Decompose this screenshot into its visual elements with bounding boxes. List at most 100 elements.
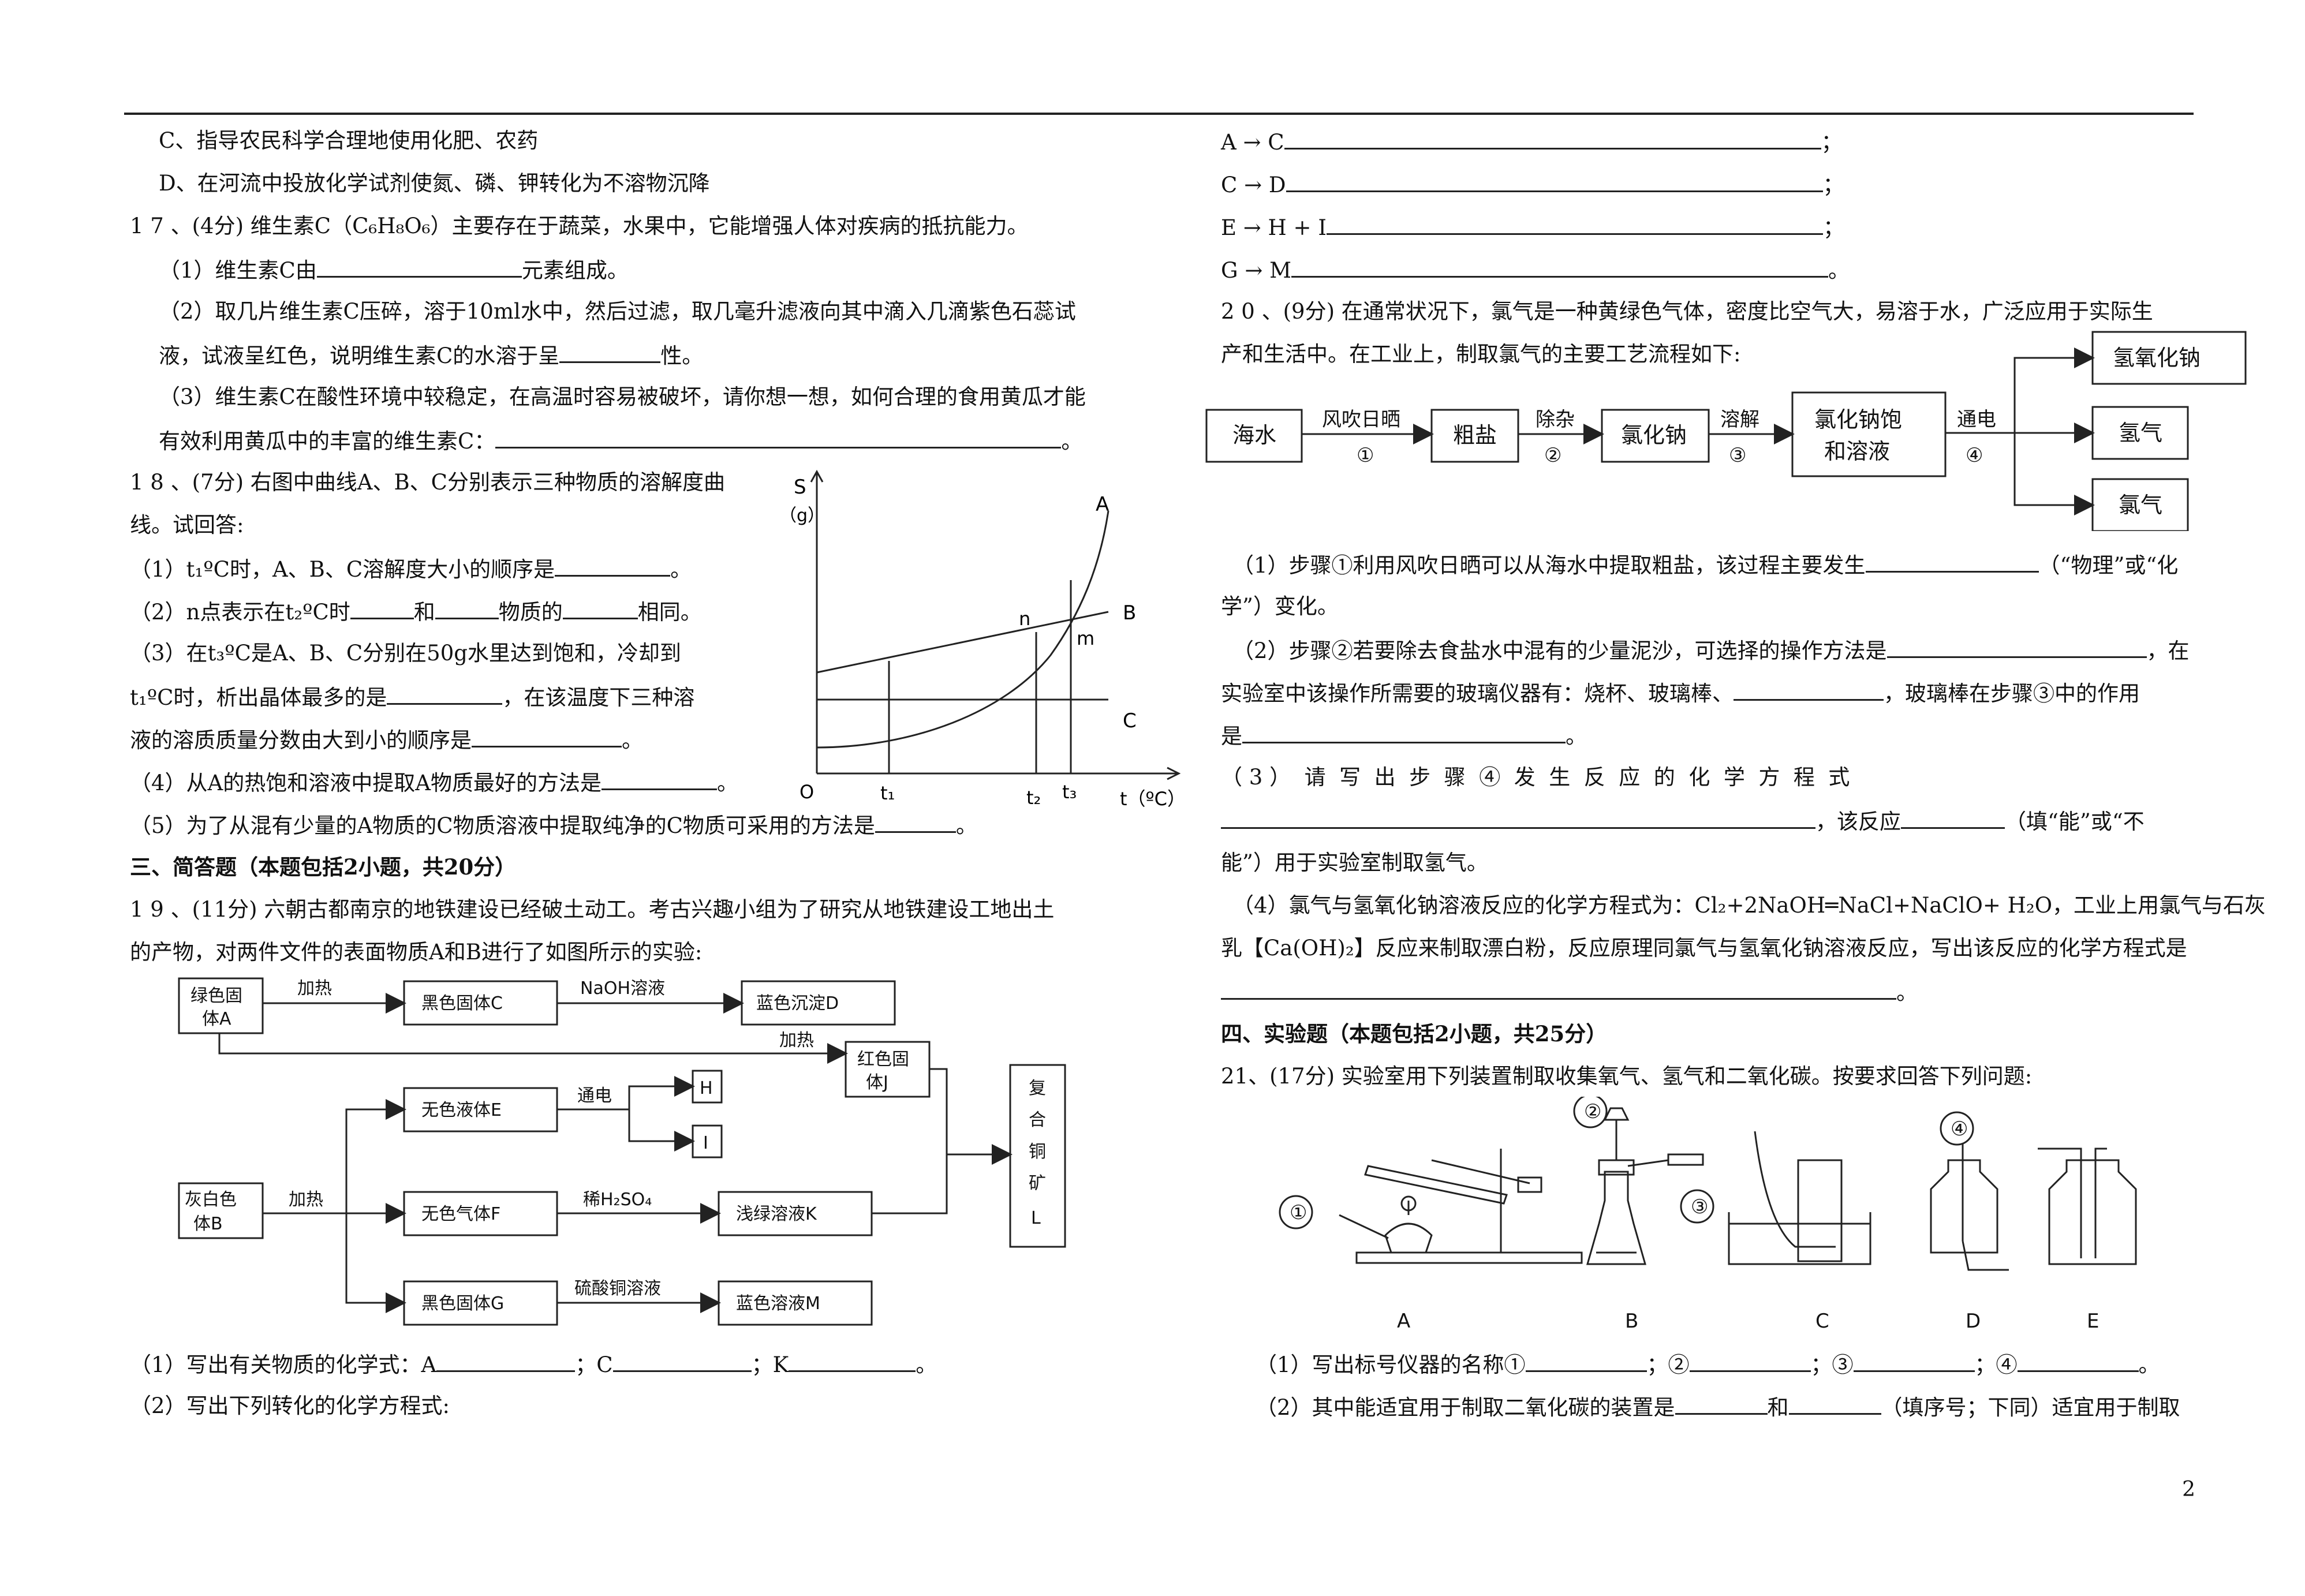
answer-blank[interactable] — [612, 1351, 752, 1372]
arrow-b-e — [345, 1099, 406, 1211]
box-c-text: 黑色固体C — [421, 993, 503, 1014]
q18-p1: （1）t₁ºC时，A、B、C溶解度大小的顺序是。 — [130, 555, 692, 582]
q19-p2: （2）写出下列转化的化学方程式: — [130, 1393, 450, 1418]
answer-blank[interactable] — [2017, 1351, 2139, 1372]
answer-blank[interactable] — [1326, 214, 1823, 235]
answer-blank[interactable] — [316, 256, 522, 278]
q20-p3d: 能”）用于实验室制取氢气。 — [1221, 850, 1488, 875]
q17-p3a: （3）维生素C在酸性环境中较稳定，在高温时容易被破坏，请你想一想，如何合理的食用… — [159, 384, 1086, 409]
arrow-naoh — [2013, 347, 2095, 433]
answer-blank[interactable] — [559, 342, 661, 363]
box-nacl — [1601, 409, 1710, 463]
q20-head1: 2 0 、(9分) 在通常状况下，氯气是一种黄绿色气体，密度比空气大，易溶于水，… — [1221, 299, 2153, 324]
y-axis-arrow — [810, 469, 824, 483]
answer-blank[interactable] — [472, 726, 622, 747]
answer-blank[interactable] — [562, 598, 638, 619]
answer-blank[interactable] — [495, 427, 1062, 448]
answer-blank[interactable] — [1291, 256, 1828, 278]
answer-blank[interactable] — [1675, 1393, 1768, 1415]
label-heat-2: 加热 — [779, 1030, 814, 1051]
option-c: C、指导农民科学合理地使用化肥、农药 — [159, 128, 539, 153]
box-a-line1: 绿色固 — [190, 986, 242, 1006]
curve-c-label: C — [1123, 709, 1137, 732]
s-label: S — [794, 476, 806, 499]
q17-p2a: （2）取几片维生素C压碎，溶于10ml水中，然后过滤，取几毫升滤液向其中滴入几滴… — [159, 299, 1076, 324]
box-d — [741, 980, 896, 1026]
q18-p3d: 液的溶质质量分数由大到小的顺序是。 — [130, 726, 643, 753]
answer-blank[interactable] — [1901, 808, 2005, 829]
q20-p4b: 乳【Ca(OH)₂】反应来制取漂白粉，反应原理同氯气与氢氧化钠溶液反应，写出该反… — [1221, 936, 2187, 960]
box-i-text: I — [703, 1133, 708, 1153]
answer-blank[interactable] — [387, 683, 503, 705]
page-number: 2 — [2182, 1478, 2195, 1501]
origin-label: O — [800, 781, 814, 803]
naoh-text: 氢氧化钠 — [2113, 345, 2201, 371]
q20-process-flow: 海水 粗盐 氯化钠 氯化钠饱 和溶液 氢氧化钠 氢气 氯气 风吹日晒 ① 除杂 … — [1205, 331, 2247, 531]
solubility-graph: S （g） A B C n m O t₁ t₂ t₃ t（ºC） — [779, 469, 1186, 810]
point-n-label: n — [1019, 608, 1030, 630]
answer-blank[interactable] — [436, 1351, 576, 1372]
arrow-e-h — [628, 1076, 695, 1109]
answer-blank[interactable] — [875, 812, 956, 833]
box-b-line2: 体B — [193, 1214, 223, 1234]
box-a — [178, 977, 264, 1034]
answer-blank[interactable] — [435, 598, 499, 619]
box-b — [178, 1182, 264, 1239]
box-g-text: 黑色固体G — [421, 1294, 504, 1314]
answer-blank[interactable] — [1865, 551, 2039, 573]
q19-flow-diagram: 绿色固 体A 黑色固体C 蓝色沉淀D 红色固 体J H I 无色液体E 灰白色 … — [178, 977, 1066, 1326]
answer-blank[interactable] — [1853, 1351, 1975, 1372]
apparatus-d — [1930, 1143, 2009, 1271]
label-c: C — [1815, 1310, 1829, 1333]
marker-4-label: ④ — [1951, 1117, 1968, 1141]
curve-b — [816, 611, 1109, 674]
saturated-line1: 氯化钠饱 — [1814, 407, 1902, 432]
step2-number: ② — [1544, 444, 1561, 467]
q20-p1c: 学”）变化。 — [1221, 594, 1339, 619]
curve-a-label: A — [1096, 493, 1109, 516]
answer-blank[interactable] — [1286, 171, 1823, 192]
box-k-text: 浅绿溶液K — [736, 1204, 817, 1224]
label-cuso4: 硫酸铜溶液 — [574, 1279, 661, 1299]
answer-blank[interactable] — [1525, 1351, 1647, 1372]
marker-2 — [1573, 1097, 1608, 1128]
step3-label: 溶解 — [1720, 408, 1759, 431]
box-l-char4: 矿 — [1029, 1173, 1046, 1194]
box-l-char2: 合 — [1029, 1110, 1046, 1130]
nacl-text: 氯化钠 — [1621, 423, 1687, 448]
q17-p2b: 液，试液呈红色，说明维生素C的水溶于呈性。 — [159, 342, 703, 369]
answer-blank[interactable] — [555, 555, 671, 577]
box-m — [718, 1280, 873, 1326]
answer-blank[interactable] — [1788, 1393, 1881, 1415]
answer-blank[interactable] — [1886, 637, 2147, 658]
seawater-text: 海水 — [1232, 423, 1276, 448]
box-saturated-solution — [1791, 391, 1947, 477]
answer-blank[interactable] — [601, 769, 717, 790]
step4-number: ④ — [1966, 444, 1983, 467]
q17-p1: （1）维生素C由元素组成。 — [159, 256, 629, 283]
q19-head1: 1 9 、(11分) 六朝古都南京的地铁建设已经破土动工。考古兴趣小组为了研究从… — [130, 897, 1055, 922]
point-m-label: m — [1077, 627, 1094, 649]
arrow-b-g — [345, 1211, 406, 1313]
g-label: （g） — [779, 506, 825, 526]
saturated-line2: 和溶液 — [1824, 439, 1890, 464]
answer-blank[interactable] — [1221, 808, 1815, 829]
eq-e-hi: E → H + I； — [1221, 214, 1844, 241]
q18-p5: （5）为了从混有少量的A物质的C物质溶液中提取纯净的C物质可采用的方法是。 — [130, 812, 977, 839]
answer-blank[interactable] — [350, 598, 414, 619]
answer-blank[interactable] — [1242, 722, 1566, 743]
q18-p2: （2）n点表示在t₂ºC时和物质的相同。 — [130, 598, 702, 625]
q20-p4a: （4）氯气与氢氧化钠溶液反应的化学方程式为：Cl₂+2NaOH═NaCl+NaC… — [1232, 893, 2266, 918]
t-axis-label: t（ºC） — [1120, 788, 1186, 810]
header-rule — [124, 113, 2194, 115]
t1-label: t₁ — [880, 782, 895, 804]
answer-blank[interactable] — [1734, 679, 1884, 701]
answer-blank[interactable] — [789, 1351, 916, 1372]
answer-blank[interactable] — [1221, 978, 1896, 1000]
answer-blank[interactable] — [1689, 1351, 1811, 1372]
step1-label: 风吹日晒 — [1322, 408, 1400, 431]
box-l-char1: 复 — [1029, 1078, 1046, 1098]
q19-head2: 的产物，对两件文件的表面物质A和B进行了如图所示的实验: — [130, 940, 703, 965]
label-a: A — [1397, 1310, 1410, 1333]
answer-blank[interactable] — [1284, 128, 1821, 149]
